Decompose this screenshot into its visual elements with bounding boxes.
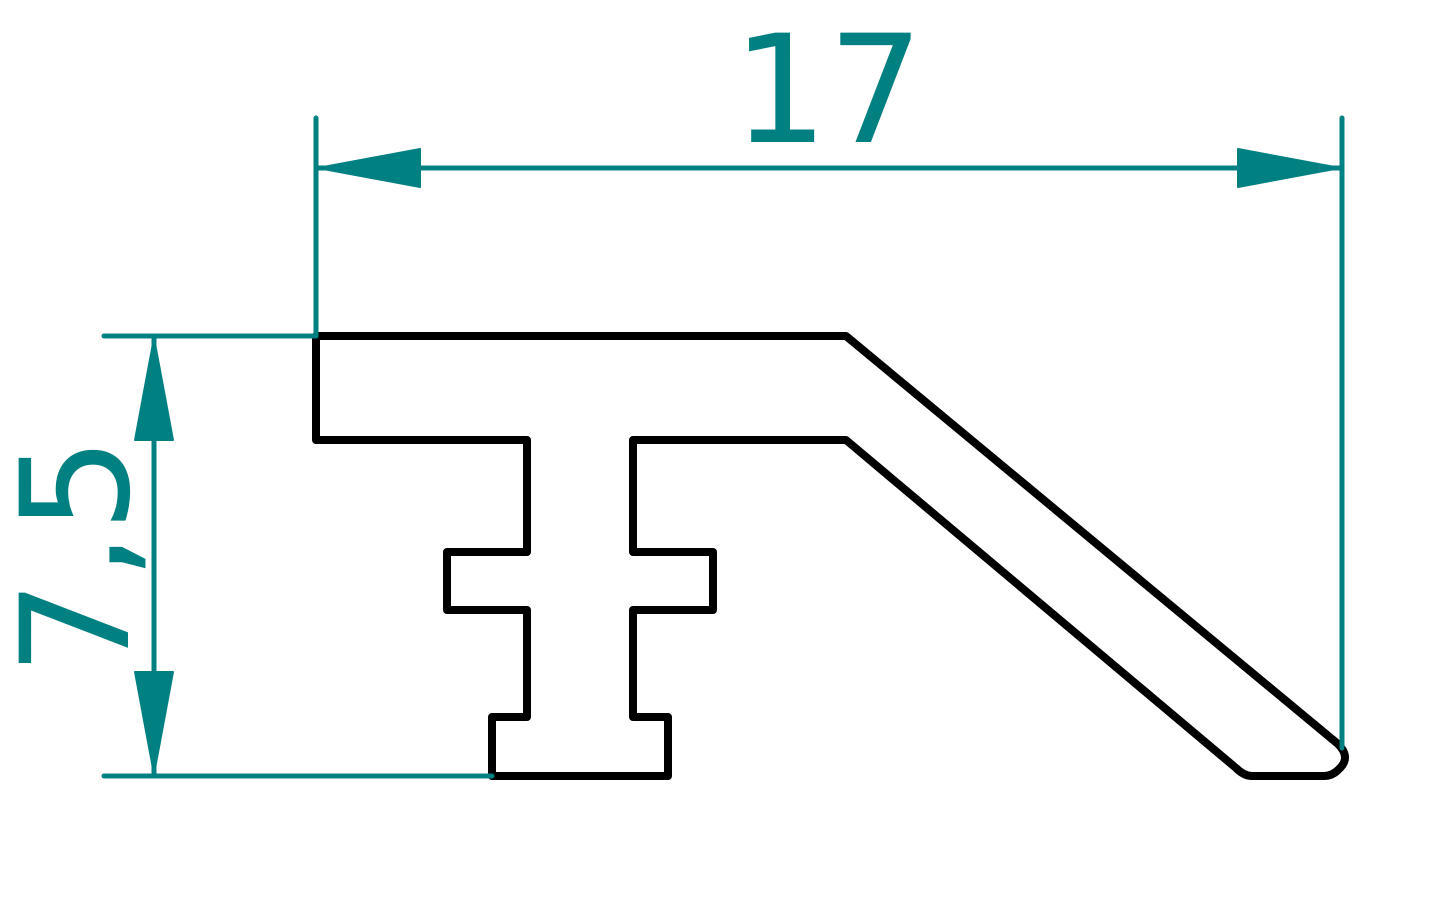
- height-arrow-bottom: [134, 671, 174, 775]
- width-dimension: 17: [313, 4, 1345, 751]
- profile-outline: [312, 332, 1349, 780]
- profile-shape: [312, 332, 1349, 780]
- height-arrow-top: [134, 337, 174, 441]
- width-dimension-label: 17: [733, 4, 924, 178]
- height-dimension: 7,5: [0, 333, 495, 779]
- height-dimension-label: 7,5: [0, 437, 164, 676]
- width-arrow-left: [317, 148, 421, 188]
- width-arrow-right: [1237, 148, 1341, 188]
